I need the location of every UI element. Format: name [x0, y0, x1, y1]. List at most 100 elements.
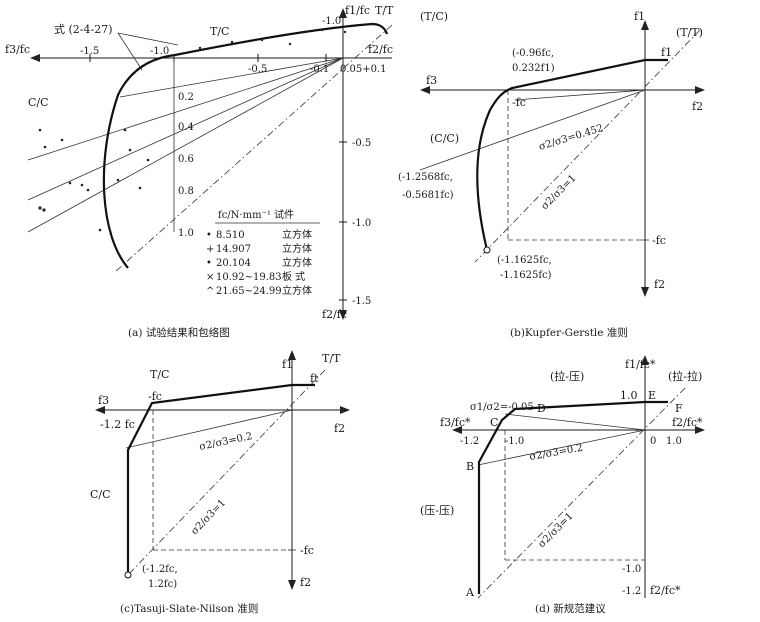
- panel-c-f2-right: f2: [334, 422, 345, 435]
- panel-d-ratio-top: σ1/σ2=-0.05: [470, 402, 534, 413]
- test-point: [123, 128, 127, 132]
- test-point: [128, 148, 132, 152]
- panel-d-tick-x-left1: -1.2: [460, 436, 479, 447]
- panel-b-label-tt: (T/T): [676, 26, 703, 39]
- panel-a-xtick-2: -1.0: [150, 46, 169, 57]
- panel-c-point-line2: 1.2fc): [148, 579, 177, 590]
- test-point: [38, 128, 42, 132]
- panel-b-point3-line1: (-1.1625fc,: [497, 255, 552, 266]
- panel-b-up-arrow: [641, 20, 649, 30]
- panel-d-ratio2: σ2/σ3=1: [536, 511, 575, 550]
- panel-a-ytick-3: -1.5: [352, 296, 371, 307]
- panel-c-diagonal: [127, 369, 326, 576]
- legend-type-5: 立方体: [282, 284, 312, 297]
- panel-a-label-cc: C/C: [28, 96, 49, 109]
- panel-c-point-line1: (-1.2fc,: [142, 564, 178, 575]
- legend-marker-1: •: [206, 230, 212, 241]
- panel-a-xtick-5: 0.05+0.1: [340, 64, 387, 75]
- panel-c-envelope: [126, 383, 315, 575]
- panel-c-label-cc: C/C: [90, 488, 111, 501]
- panel-d-caption: (d) 新规范建议: [535, 602, 606, 615]
- test-point: [320, 28, 324, 32]
- panel-b-label-tc: (T/C): [420, 10, 448, 23]
- panel-c-ft: ft: [310, 372, 319, 385]
- legend-type-2: 立方体: [282, 242, 312, 255]
- panel-c-down-arrow: [288, 580, 296, 590]
- panel-d: f1/fc* (拉-压) (拉-拉) σ1/σ2=-0.05 1.0 E F D…: [420, 355, 705, 615]
- ratio-line-0.6: [27, 57, 344, 201]
- panel-d-tick-y2: -1.2: [622, 586, 641, 597]
- legend-marker-2: +: [206, 244, 214, 255]
- panel-b-left-arrow: [420, 86, 430, 94]
- panel-b-end-point: [483, 246, 491, 254]
- panel-a-ylabel-bottom: f2/fc: [322, 308, 347, 321]
- panel-b-ft: f1: [661, 46, 672, 59]
- legend-type-3: 立方体: [282, 256, 312, 269]
- ratio-line-0.4: [27, 57, 344, 161]
- panel-c-right-arrow: [340, 406, 350, 414]
- panel-d-pt-b: B: [466, 460, 474, 473]
- ratio-line-1.0: [114, 24, 393, 273]
- panel-a-xtick-1: -1.5: [80, 46, 99, 57]
- panel-d-xlabel-right: f2/fc*: [672, 416, 703, 429]
- panel-c-f3: f3: [98, 394, 109, 407]
- test-point: [146, 158, 150, 162]
- panel-a-top-tick: -1.0: [322, 16, 341, 27]
- formula-leader-2: [117, 32, 143, 71]
- panel-d-pt-f: F: [675, 402, 683, 415]
- test-point: [98, 228, 102, 232]
- panel-b-right-arrow: [695, 86, 705, 94]
- test-point: [260, 38, 264, 42]
- panel-c-left-tick: -1.2 fc: [100, 418, 135, 431]
- panel-a-label-tt: T/T: [375, 4, 394, 17]
- panel-c-fc-top: -fc: [148, 390, 162, 403]
- panel-d-tick-x-zero: 0: [650, 436, 656, 447]
- test-point: [198, 46, 202, 50]
- panel-b-envelope: [476, 58, 668, 251]
- panel-c-left-arrow: [95, 406, 105, 414]
- panel-d-ratio1: σ2/σ3=0.2: [529, 443, 584, 463]
- panel-d-tick-y1: -1.0: [622, 564, 641, 575]
- legend-strength-3: 20.104: [216, 258, 251, 269]
- panel-b-diagonal: [474, 29, 701, 263]
- panel-a-left-arrow: [30, 54, 40, 62]
- panel-d-envelope: [477, 400, 668, 594]
- panel-a-ratio-1.0: 1.0: [178, 228, 194, 239]
- panel-b-f2-right: f2: [692, 100, 703, 113]
- panel-d-diagonal: [477, 387, 686, 599]
- legend-strength-1: 8.510: [216, 230, 245, 241]
- test-point: [288, 42, 292, 46]
- legend-strength-2: 14.907: [216, 244, 251, 255]
- panel-d-tr: (拉-拉): [668, 369, 702, 383]
- panel-c-up-arrow: [288, 350, 296, 360]
- panel-b-ratio2: σ2/σ3=1: [539, 173, 578, 212]
- panel-c-f2-bottom: f2: [300, 576, 311, 589]
- test-point: [86, 188, 90, 192]
- panel-a-scatter: [38, 28, 347, 232]
- panel-a-ratio-0.2: 0.2: [178, 92, 194, 103]
- test-point: [80, 183, 84, 187]
- panel-d-pt-e: E: [648, 389, 656, 402]
- panel-d-ylabel-bottom: f2/fc*: [650, 584, 681, 597]
- legend-marker-5: ^: [206, 286, 214, 297]
- panel-c-caption: (c)Tasuji-Slate-Nilson 准则: [120, 602, 258, 615]
- panel-d-ratio-line: [477, 429, 646, 466]
- panel-a-down-arrow: [339, 310, 347, 320]
- legend-strength-5: 21.65~24.99: [216, 286, 282, 297]
- panel-c-label-tc: T/C: [150, 368, 169, 381]
- panel-b-point1-line2: 0.232f1): [512, 63, 555, 74]
- ratio-line-0.8: [27, 57, 344, 233]
- panel-d-tick-x-left2: -1.0: [505, 436, 524, 447]
- panel-a-xlabel-right: f2/fc: [368, 43, 393, 56]
- panel-a-envelope: [102, 22, 389, 269]
- panel-a-up-arrow: [339, 8, 347, 18]
- panel-c-fc-bottom: -fc: [300, 544, 314, 557]
- panel-d-xlabel-left: f3/fc*: [440, 416, 471, 429]
- panel-a-formula: 式 (2-4-27): [54, 23, 113, 36]
- panel-c-label-tt: T/T: [322, 352, 341, 365]
- legend-marker-4: ×: [206, 272, 214, 283]
- test-point: [116, 178, 120, 182]
- ratio-line-0.2: [119, 57, 344, 98]
- panel-d-pt-d: D: [537, 402, 546, 415]
- panel-a-label-tc: T/C: [210, 25, 229, 38]
